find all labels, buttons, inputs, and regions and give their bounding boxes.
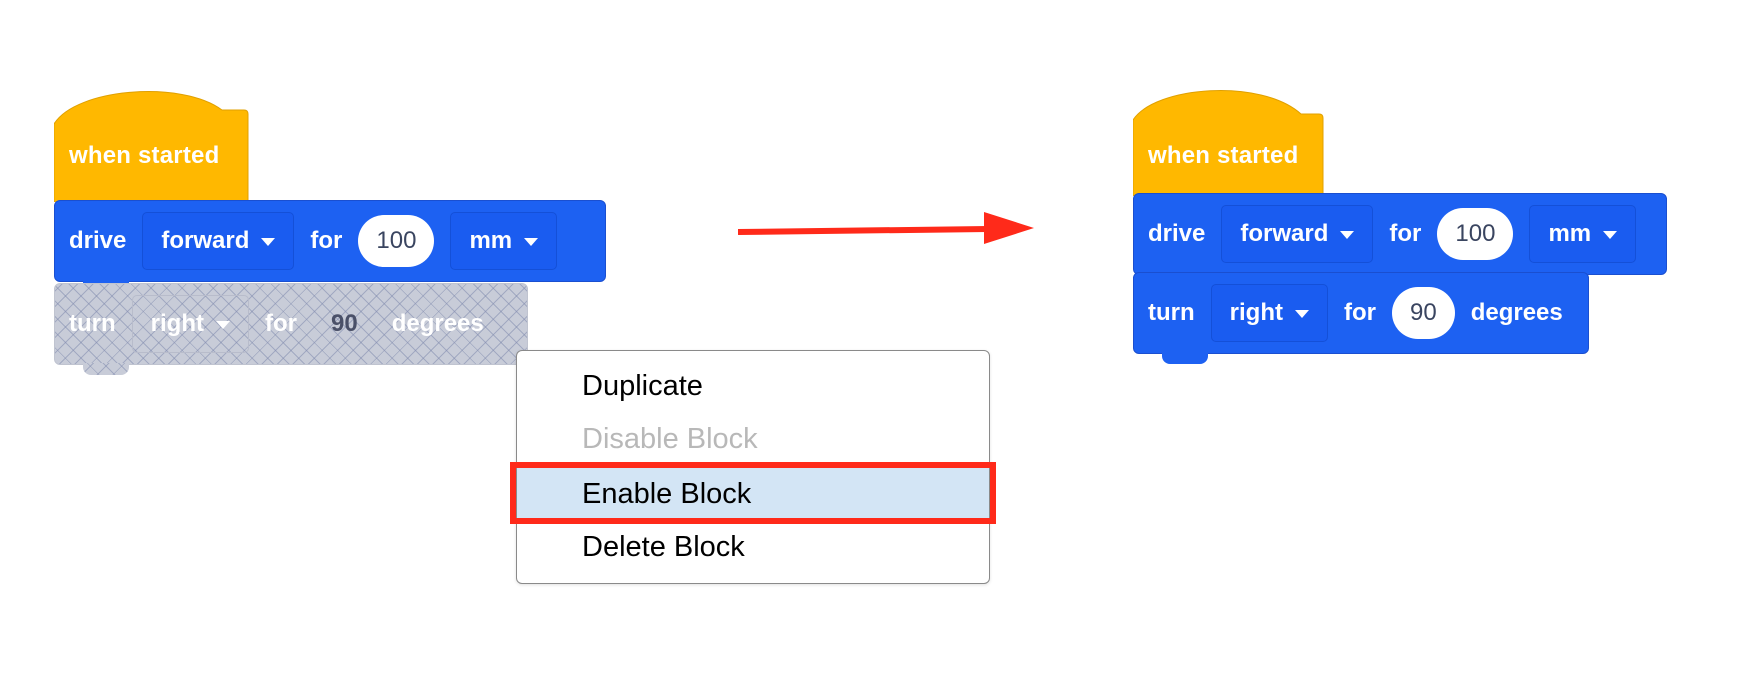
direction-dropdown[interactable]: forward bbox=[1221, 205, 1374, 263]
hat-block-label: when started bbox=[1148, 142, 1299, 169]
direction-value: forward bbox=[161, 227, 250, 254]
block-notch bbox=[1162, 352, 1208, 364]
chevron-down-icon bbox=[1294, 310, 1309, 318]
turn-direction-dropdown[interactable]: right bbox=[131, 295, 249, 353]
turn-direction-value: right bbox=[1229, 299, 1283, 326]
degrees-label: degrees bbox=[391, 310, 484, 337]
turn-block-disabled[interactable]: turn right for 90 degrees bbox=[54, 283, 528, 375]
for-label: for bbox=[264, 310, 297, 337]
turn-keyword: turn bbox=[1148, 299, 1195, 326]
menu-item-enable-block[interactable]: Enable Block bbox=[517, 467, 989, 521]
unit-value: mm bbox=[469, 227, 513, 254]
turn-direction-dropdown[interactable]: right bbox=[1210, 284, 1328, 342]
chevron-down-icon bbox=[524, 238, 539, 246]
degrees-label: degrees bbox=[1470, 299, 1563, 326]
right-arrow-icon bbox=[738, 212, 1034, 244]
drive-keyword: drive bbox=[69, 227, 127, 254]
distance-input[interactable]: 100 bbox=[1437, 208, 1514, 260]
chevron-down-icon bbox=[215, 321, 230, 329]
for-label: for bbox=[1389, 220, 1422, 247]
menu-item-label: Enable Block bbox=[582, 477, 752, 510]
menu-item-duplicate[interactable]: Duplicate bbox=[517, 359, 989, 413]
unit-value: mm bbox=[1548, 220, 1592, 247]
for-label: for bbox=[1343, 299, 1376, 326]
angle-input[interactable]: 90 bbox=[330, 310, 358, 337]
menu-item-label: Duplicate bbox=[582, 369, 703, 402]
drive-block[interactable]: drive forward for 100 mm bbox=[54, 200, 606, 292]
menu-item-label: Delete Block bbox=[582, 530, 745, 563]
when-started-hat-block[interactable]: when started bbox=[54, 88, 250, 202]
chevron-down-icon bbox=[1340, 231, 1355, 239]
angle-input[interactable]: 90 bbox=[1391, 287, 1455, 339]
when-started-hat-block[interactable]: when started bbox=[1133, 86, 1329, 199]
hat-block-shape bbox=[54, 91, 249, 202]
block-notch bbox=[83, 363, 129, 375]
unit-dropdown[interactable]: mm bbox=[450, 212, 558, 270]
turn-keyword: turn bbox=[69, 310, 116, 337]
direction-dropdown[interactable]: forward bbox=[142, 212, 295, 270]
chevron-down-icon bbox=[1603, 231, 1618, 239]
for-label: for bbox=[310, 227, 343, 254]
drive-block[interactable]: drive forward for 100 mm bbox=[1133, 193, 1667, 285]
turn-block-enabled[interactable]: turn right for 90 degrees bbox=[1133, 272, 1589, 364]
distance-input[interactable]: 100 bbox=[358, 215, 435, 267]
hat-block-label: when started bbox=[69, 142, 220, 169]
chevron-down-icon bbox=[261, 238, 276, 246]
hat-block-shape bbox=[1133, 90, 1324, 196]
block-context-menu: Duplicate Disable Block Enable Block Del… bbox=[516, 350, 990, 584]
menu-item-delete-block[interactable]: Delete Block bbox=[517, 520, 989, 574]
menu-item-disable-block: Disable Block bbox=[517, 412, 989, 466]
direction-value: forward bbox=[1240, 220, 1329, 247]
drive-keyword: drive bbox=[1148, 220, 1206, 247]
unit-dropdown[interactable]: mm bbox=[1529, 205, 1637, 263]
turn-direction-value: right bbox=[150, 310, 204, 337]
menu-item-label: Disable Block bbox=[582, 422, 758, 455]
